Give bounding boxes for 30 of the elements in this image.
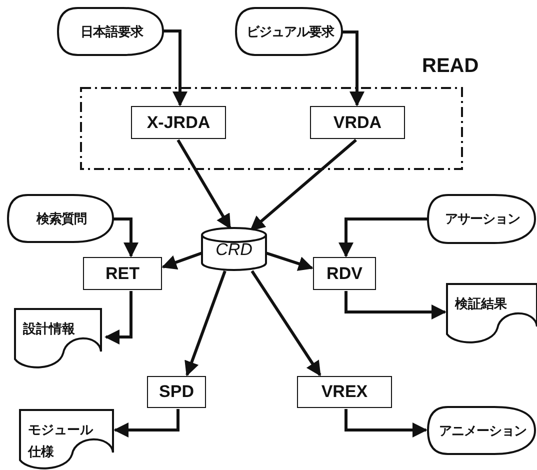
arrow	[344, 291, 446, 320]
document-shape: 検証結果	[447, 284, 537, 343]
process-box: SPD	[147, 376, 206, 408]
arrow	[184, 270, 226, 376]
arrow	[104, 291, 132, 344]
arrow	[342, 30, 364, 106]
arrow	[113, 218, 138, 258]
arrow	[162, 252, 202, 270]
document-shape: 設計情報	[15, 309, 101, 368]
process-box: RDV	[313, 257, 376, 290]
arrow	[344, 409, 428, 438]
arrow	[250, 270, 322, 376]
process-box: VRDA	[310, 106, 405, 139]
arrow	[266, 252, 314, 271]
process-box: VREX	[297, 376, 392, 408]
display-shape: 日本語要求	[58, 8, 163, 55]
group-title: READ	[422, 55, 479, 78]
display-shape: アサーション	[428, 195, 535, 243]
arrow	[114, 409, 180, 438]
display-shape: ビジュアル要求	[236, 8, 342, 55]
arrow	[176, 139, 232, 230]
arrow	[250, 138, 357, 232]
arrow	[338, 218, 428, 258]
display-shape: 検索質問	[8, 195, 113, 242]
display-shape: アニメーション	[428, 407, 535, 454]
document-shape: モジュール仕様	[20, 410, 113, 469]
process-box: RET	[83, 257, 162, 290]
process-box: X-JRDA	[131, 106, 226, 139]
database-cylinder: CRD	[202, 228, 266, 270]
arrow	[163, 30, 188, 106]
